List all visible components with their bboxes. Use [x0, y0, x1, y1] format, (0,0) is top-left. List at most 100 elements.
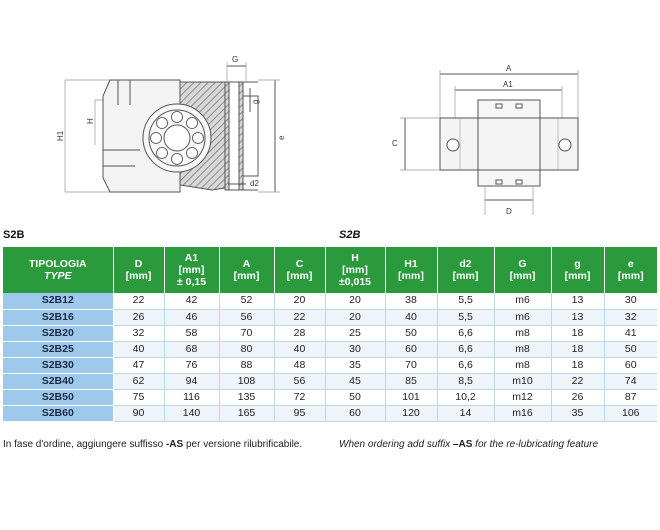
- table-cell: 56: [274, 373, 326, 390]
- column-header: g[mm]: [551, 247, 605, 293]
- dim-H: H: [86, 118, 95, 124]
- table-cell: 20: [274, 293, 326, 310]
- table-cell: 74: [604, 373, 657, 390]
- table-cell: 41: [604, 325, 657, 342]
- column-header: D[mm]: [113, 247, 165, 293]
- side-section-view: [64, 62, 280, 193]
- type-cell: S2B16: [3, 309, 114, 326]
- section-label-left: S2B: [3, 229, 25, 241]
- table-cell: 60: [325, 405, 386, 422]
- table-cell: m6: [494, 309, 552, 326]
- table-cell: m12: [494, 389, 552, 406]
- order-note-english: When ordering add suffix –AS for the re-…: [339, 439, 599, 450]
- table-cell: 50: [325, 389, 386, 406]
- table-cell: 25: [325, 325, 386, 342]
- section-label-right: S2B: [339, 229, 361, 241]
- table-cell: 40: [113, 341, 165, 358]
- type-cell: S2B25: [3, 341, 114, 358]
- table-cell: 72: [274, 389, 326, 406]
- table-cell: 106: [604, 405, 657, 422]
- type-cell: S2B60: [3, 405, 114, 422]
- order-note-italian: In fase d'ordine, aggiungere suffisso -A…: [3, 439, 303, 450]
- column-header: e[mm]: [604, 247, 657, 293]
- table-cell: 13: [551, 293, 605, 310]
- table-cell: 46: [164, 309, 220, 326]
- type-cell: S2B50: [3, 389, 114, 406]
- table-cell: 116: [164, 389, 220, 406]
- table-cell: 32: [604, 309, 657, 326]
- column-header: d2[mm]: [437, 247, 495, 293]
- table-cell: 47: [113, 357, 165, 374]
- dim-H1: H1: [56, 130, 65, 141]
- table-cell: 50: [604, 341, 657, 358]
- table-cell: m6: [494, 293, 552, 310]
- table-cell: m8: [494, 341, 552, 358]
- table-cell: 120: [385, 405, 438, 422]
- table-cell: 62: [113, 373, 165, 390]
- table-cell: 18: [551, 357, 605, 374]
- table-cell: 20: [325, 309, 386, 326]
- dim-G: G: [232, 55, 238, 64]
- table-cell: 13: [551, 309, 605, 326]
- table-cell: 22: [551, 373, 605, 390]
- table-cell: 85: [385, 373, 438, 390]
- table-cell: 6,6: [437, 325, 495, 342]
- column-header: C[mm]: [274, 247, 326, 293]
- table-cell: 140: [164, 405, 220, 422]
- table-cell: 35: [325, 357, 386, 374]
- table-cell: 50: [385, 325, 438, 342]
- table-cell: 5,5: [437, 293, 495, 310]
- table-cell: 6,6: [437, 357, 495, 374]
- table-cell: 22: [274, 309, 326, 326]
- table-cell: 68: [164, 341, 220, 358]
- table-cell: 22: [113, 293, 165, 310]
- dim-A1: A1: [503, 80, 513, 89]
- table-cell: 80: [219, 341, 275, 358]
- table-cell: 70: [385, 357, 438, 374]
- table-cell: 48: [274, 357, 326, 374]
- table-cell: 95: [274, 405, 326, 422]
- table-cell: 40: [385, 309, 438, 326]
- table-cell: 94: [164, 373, 220, 390]
- table-cell: 38: [385, 293, 438, 310]
- table-cell: 60: [604, 357, 657, 374]
- column-header: H1[mm]: [385, 247, 438, 293]
- dim-e: e: [277, 135, 286, 140]
- table-cell: 70: [219, 325, 275, 342]
- dim-D: D: [506, 207, 512, 216]
- dim-g: g: [251, 100, 260, 104]
- table-cell: m8: [494, 357, 552, 374]
- table-cell: 75: [113, 389, 165, 406]
- table-cell: 42: [164, 293, 220, 310]
- type-cell: S2B12: [3, 293, 114, 310]
- table-cell: 26: [113, 309, 165, 326]
- table-cell: 8,5: [437, 373, 495, 390]
- table-cell: 30: [325, 341, 386, 358]
- dim-C: C: [392, 139, 398, 148]
- dim-d2: d2: [250, 179, 259, 188]
- table-cell: 14: [437, 405, 495, 422]
- front-view: [400, 70, 579, 215]
- column-header: A[mm]: [219, 247, 275, 293]
- table-cell: 32: [113, 325, 165, 342]
- table-cell: 108: [219, 373, 275, 390]
- table-cell: 90: [113, 405, 165, 422]
- column-header: G[mm]: [494, 247, 552, 293]
- table-cell: 101: [385, 389, 438, 406]
- table-cell: 135: [219, 389, 275, 406]
- table-cell: 165: [219, 405, 275, 422]
- technical-drawing: G H1 H g e d2: [56, 55, 579, 216]
- table-cell: 58: [164, 325, 220, 342]
- type-cell: S2B40: [3, 373, 114, 390]
- table-cell: 45: [325, 373, 386, 390]
- table-cell: 26: [551, 389, 605, 406]
